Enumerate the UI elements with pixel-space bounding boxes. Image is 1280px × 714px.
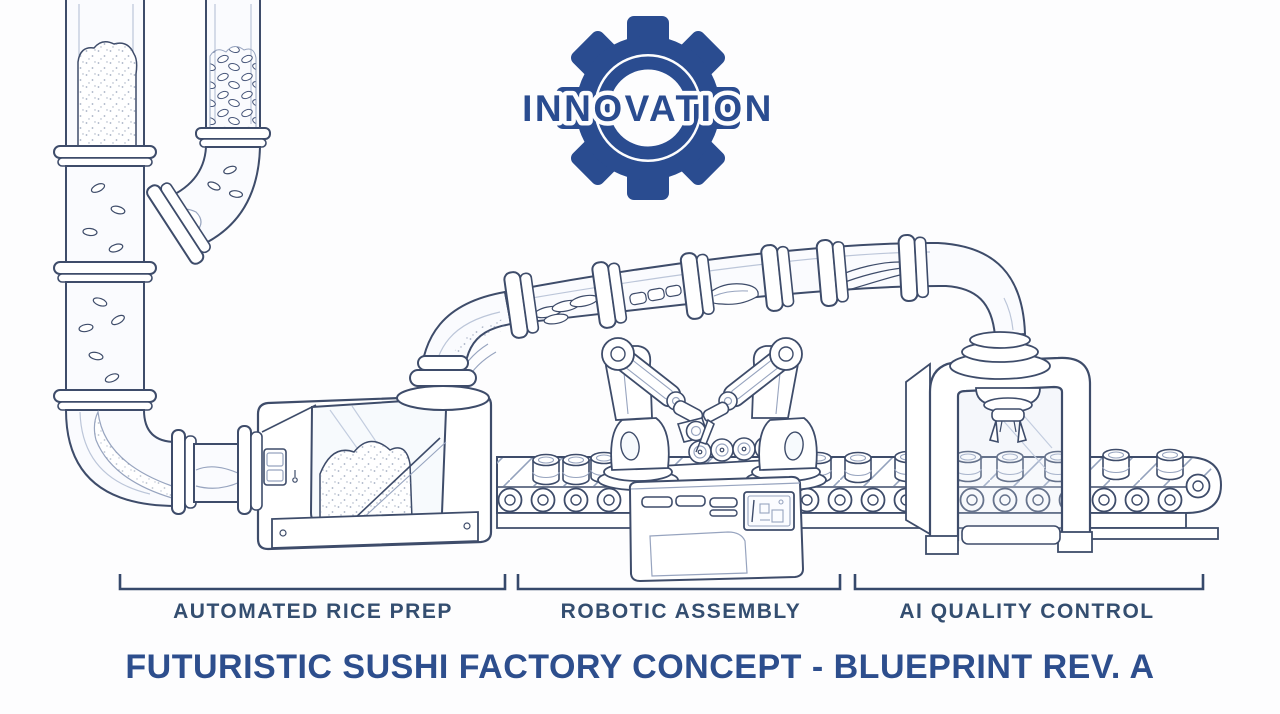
- bracket-quality-control: [853, 574, 1205, 591]
- rice-prep-machine: [237, 355, 493, 551]
- falling-grains: [82, 183, 126, 253]
- pipe-flange-ring: [591, 261, 628, 329]
- salmon-piece: [705, 283, 759, 305]
- innovation-logo: INNOVATION: [518, 16, 776, 200]
- pipe-flange-ring: [815, 239, 849, 307]
- console-screen: [743, 491, 795, 531]
- bracket-robotic-assembly: [516, 574, 842, 591]
- scanner-top-collar: [949, 331, 1051, 380]
- diagram-title: FUTURISTIC SUSHI FACTORY CONCEPT - BLUEP…: [125, 648, 1155, 686]
- bean-supply-tube: [146, 0, 271, 265]
- machine-top-inlet: [396, 355, 490, 411]
- section-label-quality-control: AI QUALITY CONTROL: [899, 600, 1155, 623]
- pipe-flange-ring: [679, 252, 715, 320]
- pipe-flange-ring: [760, 244, 795, 312]
- section-brackets: [118, 574, 1205, 591]
- pipe-flange-ring: [897, 233, 930, 303]
- pipe-flange-ring: [146, 182, 211, 265]
- nozzle-tool: [698, 418, 715, 445]
- rice-supply-tube: [53, 0, 243, 515]
- logo-text: INNOVATION: [522, 88, 774, 129]
- section-label-rice-prep: AUTOMATED RICE PREP: [173, 600, 453, 623]
- pipe-flange-ring: [237, 425, 263, 515]
- scanner-gripper: [975, 387, 1041, 444]
- pipe-flange-ring: [503, 271, 540, 339]
- falling-grains: [78, 297, 125, 383]
- robot-arm-right: [695, 337, 827, 491]
- section-label-robotic-assembly: ROBOTIC ASSEMBLY: [560, 600, 802, 623]
- bracket-rice-prep: [118, 574, 507, 591]
- qc-scanner: [905, 331, 1093, 555]
- machine-control-panel: [263, 448, 298, 486]
- sushi-pieces: [629, 284, 682, 306]
- control-console: [628, 475, 805, 583]
- gear-icon: [556, 16, 740, 200]
- machine-base-plate: [271, 511, 479, 549]
